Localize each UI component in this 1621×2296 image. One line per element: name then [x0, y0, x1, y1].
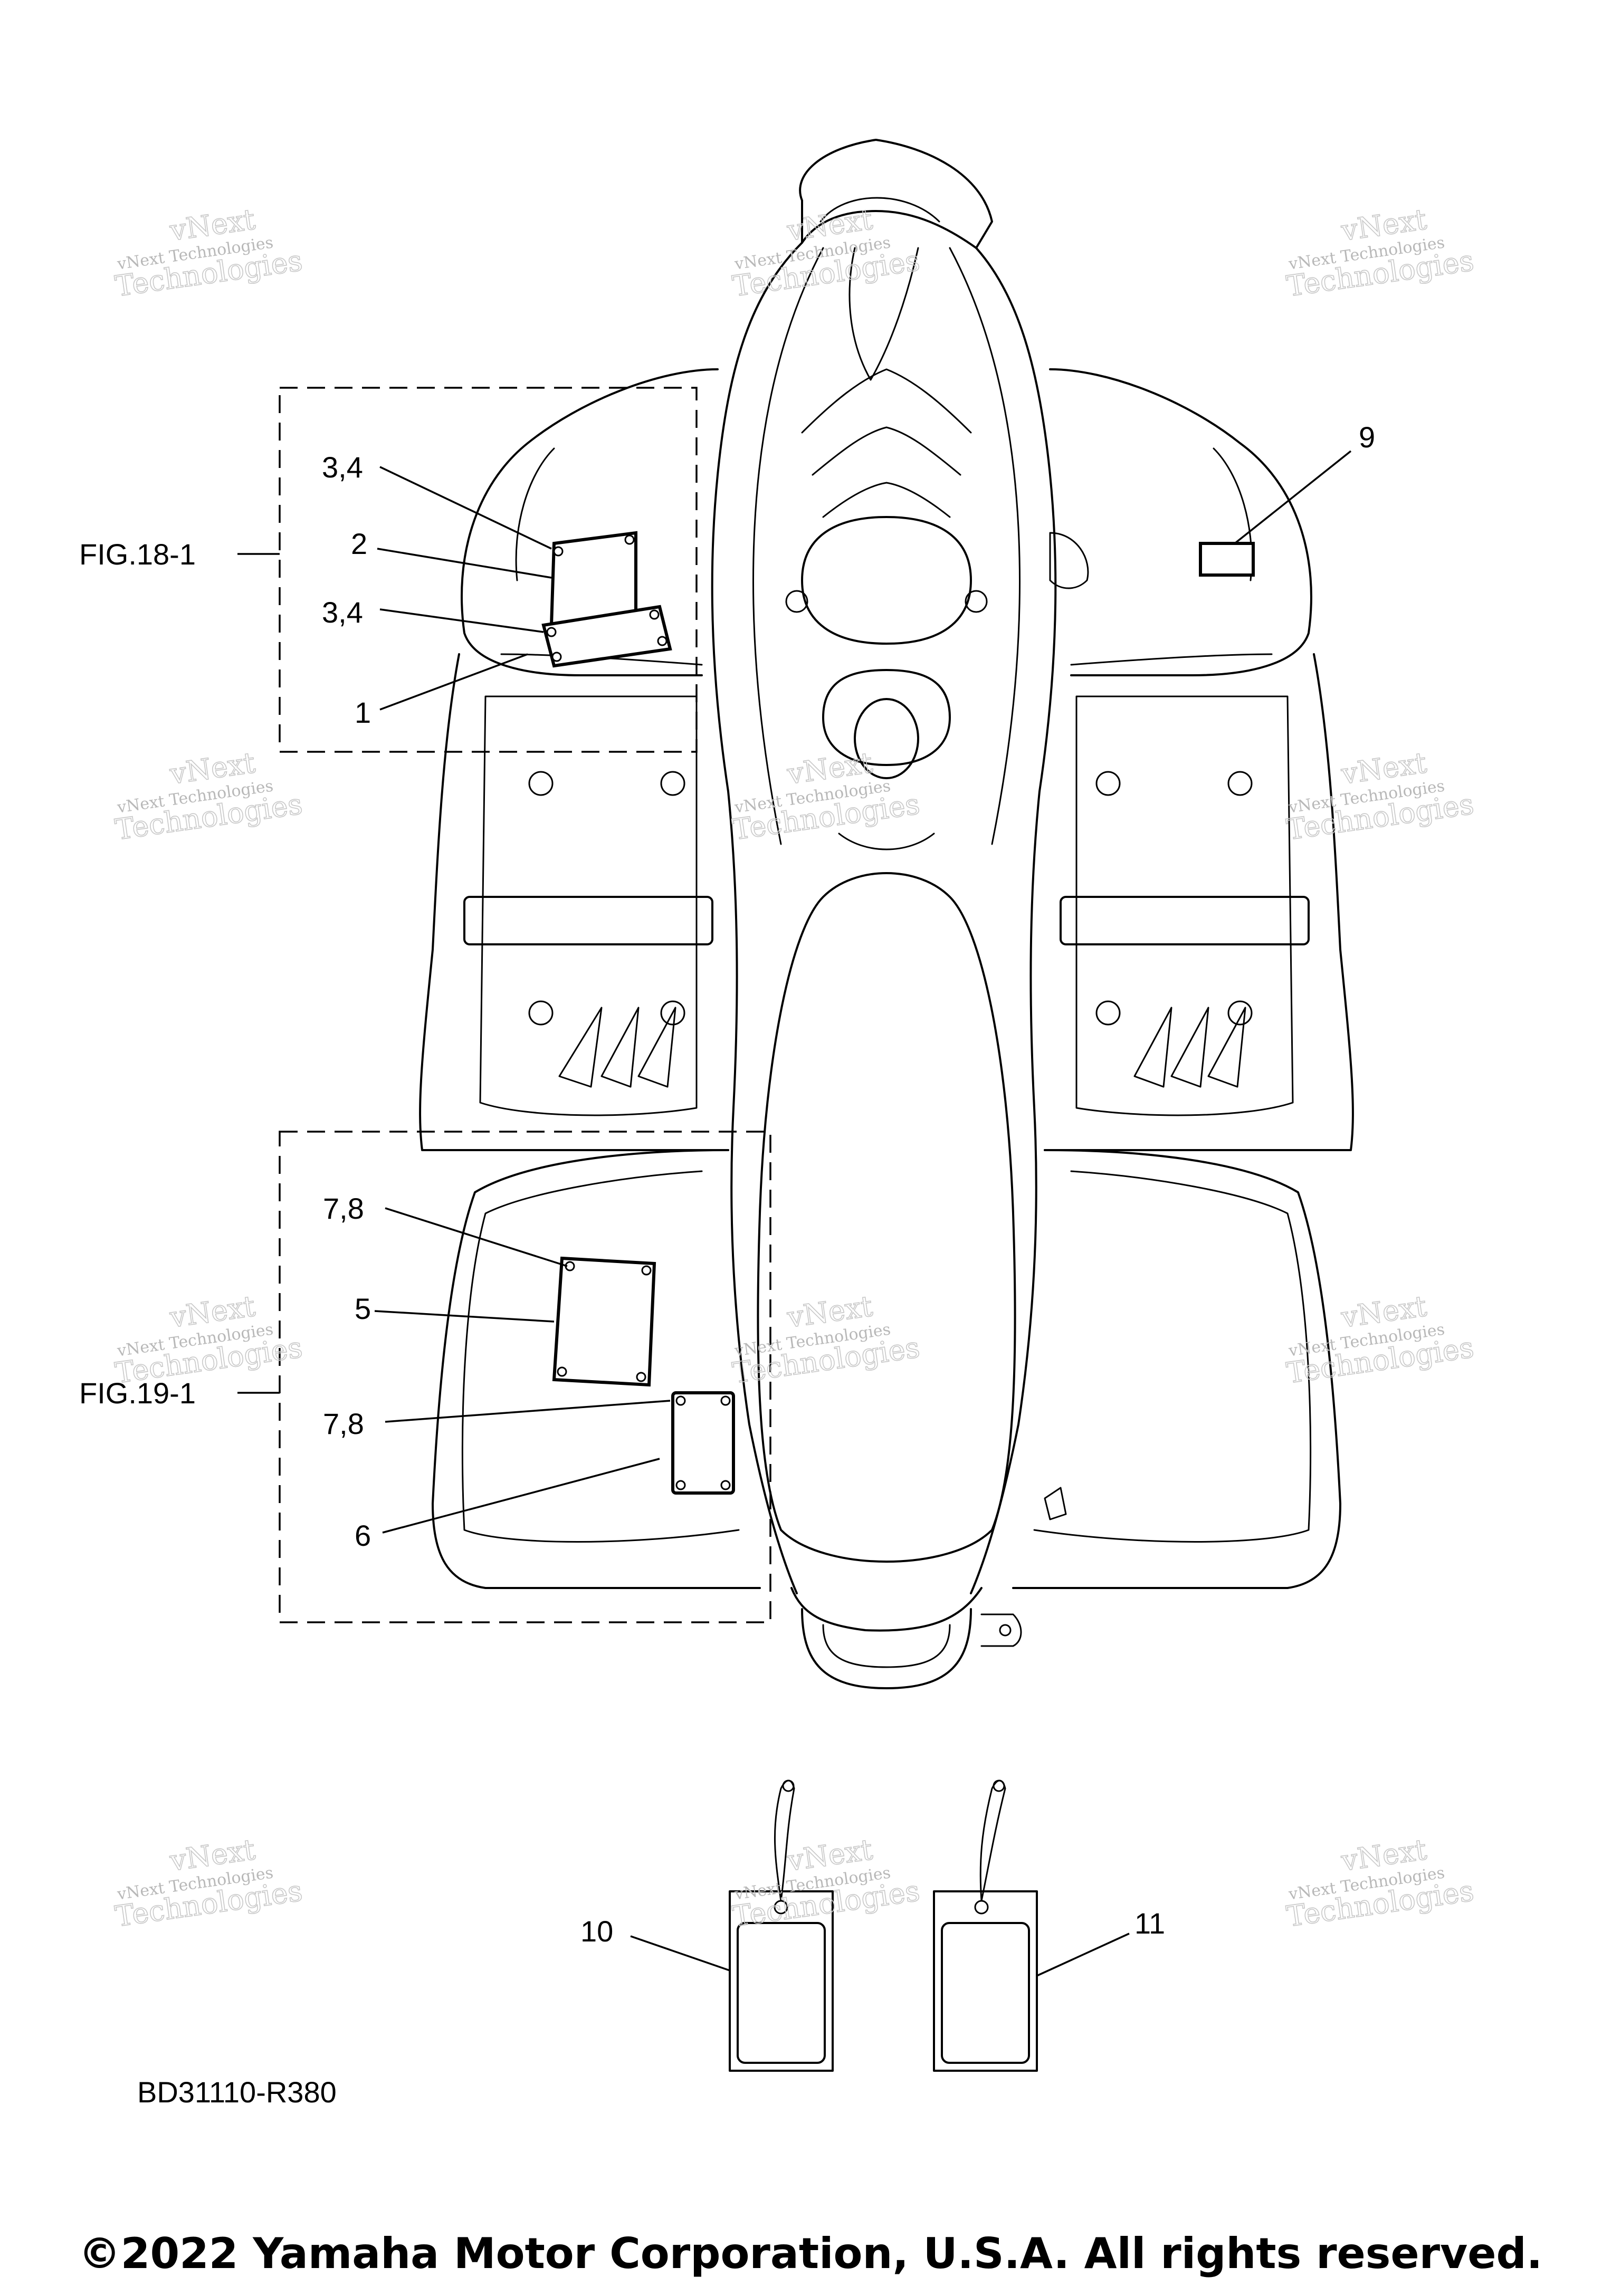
- watercraft-hull: [419, 139, 1354, 1689]
- watermark-r1c3: vNext vNext Technologies Technologies: [1284, 202, 1476, 303]
- watermark-r3c1: vNext vNext Technologies Technologies: [112, 1289, 304, 1390]
- callout-9: 9: [1359, 420, 1375, 454]
- decal-9: [1199, 542, 1255, 577]
- watermark-r2c1: vNext vNext Technologies Technologies: [112, 745, 304, 847]
- callout-6: 6: [355, 1519, 371, 1552]
- watermark-r1c1: vNext vNext Technologies Technologies: [112, 202, 304, 303]
- hang-tag-11: [933, 1780, 1038, 2072]
- figure-ref-18-1: FIG.18-1: [79, 538, 196, 571]
- decal-2: [549, 531, 637, 627]
- watermark-r4c1: vNext vNext Technologies Technologies: [112, 1832, 304, 1934]
- callout-3-4-lower: 3,4: [322, 596, 363, 629]
- fig18-region-box: [279, 387, 698, 753]
- decal-5: [552, 1256, 656, 1387]
- callout-5: 5: [355, 1292, 371, 1325]
- fig19-region-box: [279, 1131, 771, 1623]
- hang-tag-10: [729, 1780, 834, 2072]
- diagram-code: BD31110-R380: [137, 2075, 337, 2109]
- leader-lines: [237, 450, 1352, 1977]
- watermark-r2c2: vNext vNext Technologies Technologies: [730, 745, 922, 847]
- decal-6: [671, 1391, 735, 1495]
- watermark-r2c3: vNext vNext Technologies Technologies: [1284, 745, 1476, 847]
- callout-7-8-lower: 7,8: [323, 1407, 364, 1440]
- callout-2: 2: [351, 527, 367, 560]
- callout-7-8-upper: 7,8: [323, 1192, 364, 1225]
- watermark-r4c3: vNext vNext Technologies Technologies: [1284, 1832, 1476, 1934]
- callout-3-4-upper: 3,4: [322, 451, 363, 484]
- figure-ref-19-1: FIG.19-1: [79, 1376, 196, 1410]
- copyright-notice: ©2022 Yamaha Motor Corporation, U.S.A. A…: [78, 2229, 1543, 2278]
- callout-11: 11: [1134, 1907, 1165, 1940]
- watermark-r4c2: vNext vNext Technologies Technologies: [730, 1832, 922, 1934]
- watermark-r3c2: vNext vNext Technologies Technologies: [730, 1289, 922, 1390]
- callout-1: 1: [355, 696, 371, 729]
- decal-1: [541, 605, 672, 668]
- callout-10: 10: [580, 1915, 613, 1948]
- watermark-r3c3: vNext vNext Technologies Technologies: [1284, 1289, 1476, 1390]
